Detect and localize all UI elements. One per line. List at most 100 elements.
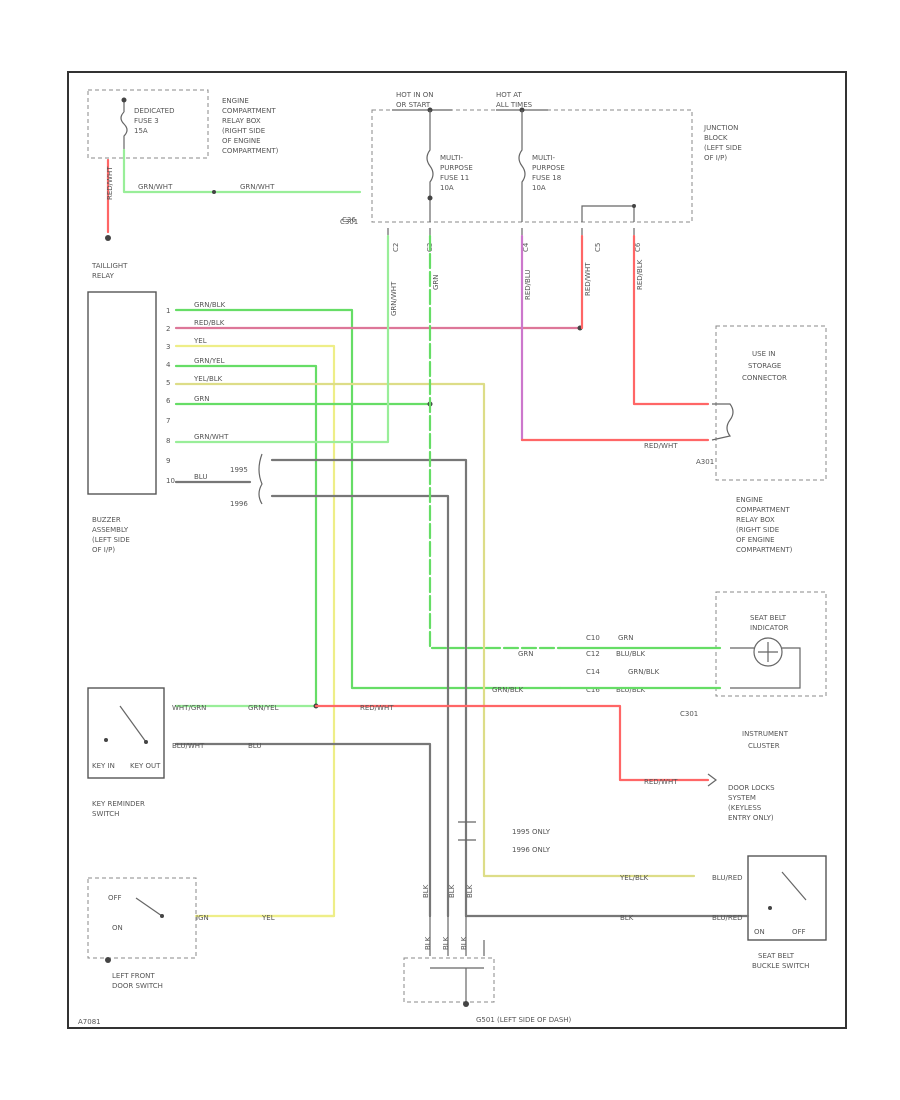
fuse-18-symbol xyxy=(518,110,526,222)
buzzer-pin-2: 2 xyxy=(166,325,170,333)
door-locks-line-3: (KEYLESS xyxy=(728,804,762,812)
left-door-line-2: DOOR SWITCH xyxy=(112,982,163,990)
buckle-off-label: OFF xyxy=(792,928,806,936)
dedicated-fuse-line-1: DEDICATED xyxy=(134,107,175,115)
engine-relay-right-line-6: COMPARTMENT) xyxy=(736,546,793,554)
instrument-cluster-box xyxy=(715,591,827,697)
wire-label-red-wht-doorlock: RED/WHT xyxy=(644,778,678,786)
junction-block-line-1: JUNCTION xyxy=(703,124,738,132)
seat-belt-buckle-box xyxy=(747,855,827,941)
engine-relay-right-line-3: RELAY BOX xyxy=(736,516,775,524)
conn-c14: C14 xyxy=(586,668,600,676)
fuse11-line-4: 10A xyxy=(440,184,454,192)
hot-in-on-line-1: HOT IN ON xyxy=(396,91,434,99)
diagram-frame xyxy=(67,71,847,1029)
ground-blk-2: BLK xyxy=(442,936,450,950)
only-1995-label: 1995 ONLY xyxy=(512,828,551,836)
cluster-line-1: INSTRUMENT xyxy=(742,730,789,738)
storage-line-2: STORAGE xyxy=(748,362,781,370)
key-reminder-contact xyxy=(119,705,147,743)
junction-block-box xyxy=(371,109,693,223)
conn-c10: C10 xyxy=(586,634,600,642)
diagram-code: A7081 xyxy=(78,1018,101,1026)
engine-relay-top-line-4: (RIGHT SIDE xyxy=(222,127,265,135)
dedicated-fuse-line-2: FUSE 3 xyxy=(134,117,159,125)
key-reminder-pivot xyxy=(144,740,148,744)
wire-label-red-wht-vert: RED/WHT xyxy=(584,262,592,296)
ground-blk-3: BLK xyxy=(460,936,468,950)
junction-inner-bus xyxy=(581,205,635,222)
fuse11-line-1: MULTI- xyxy=(440,154,463,162)
wire-label-blu-red-buckle: BLU/RED xyxy=(712,874,743,882)
indicator-line-2: INDICATOR xyxy=(750,624,789,632)
wire-blu-key xyxy=(174,742,432,918)
buzzer-pin-4: 4 xyxy=(166,361,171,369)
junction-inner-node xyxy=(632,204,636,208)
key-reminder-contact-node xyxy=(104,738,108,742)
buzzer-assembly-box xyxy=(87,291,157,495)
buzzer-pin-3: 3 xyxy=(166,343,170,351)
engine-relay-top-line-5: OF ENGINE xyxy=(222,137,261,145)
fuse18-line-4: 10A xyxy=(532,184,546,192)
wire-gray-1996 xyxy=(270,494,450,918)
wire-label-blk-buckle: BLK xyxy=(620,914,634,922)
ground-wire-set xyxy=(429,916,485,956)
wire-grn-yel xyxy=(174,364,318,708)
indicator-line-1: SEAT BELT xyxy=(750,614,787,622)
wire-grn-wht-buzzer xyxy=(174,234,390,444)
buckle-line-2: BUCKLE SWITCH xyxy=(752,962,809,970)
ground-wire-label-1: BLK xyxy=(422,884,430,898)
buzzer-pin-labels: 1 2 3 4 5 6 7 8 9 10 xyxy=(166,307,175,485)
dedicated-fuse-label: DEDICATED FUSE 3 15A xyxy=(134,107,175,135)
wire-label-blu-1: BLU xyxy=(194,473,207,481)
taillight-line-1: TAILLIGHT xyxy=(91,262,128,270)
grn-wht-splice xyxy=(212,190,216,194)
wire-label-ign-door: IGN xyxy=(196,914,209,922)
wire-label-grn-blk-2: GRN/BLK xyxy=(492,686,524,694)
key-reminder-switch-box xyxy=(87,687,165,779)
fuse18-line-1: MULTI- xyxy=(532,154,555,162)
ground-wire-label-3: BLK xyxy=(466,884,474,898)
wire-label-grn-blk-cluster: GRN/BLK xyxy=(628,668,660,676)
wire-label-red-blk-vert: RED/BLK xyxy=(636,259,644,290)
wire-grn-wht-top xyxy=(122,148,362,194)
wire-yel xyxy=(174,344,336,918)
wire-label-grn-blk-1: GRN/BLK xyxy=(194,301,226,309)
door-switch-off-label: OFF xyxy=(108,894,122,902)
taillight-relay-label: TAILLIGHT RELAY xyxy=(91,262,128,280)
buckle-on-label: ON xyxy=(754,928,765,936)
seat-belt-indicator-lamp xyxy=(753,637,783,667)
fuse18-line-2: PURPOSE xyxy=(532,164,565,172)
buckle-pivot xyxy=(768,906,772,910)
engine-relay-top-line-6: COMPARTMENT) xyxy=(222,147,279,155)
storage-line-1: USE IN xyxy=(752,350,776,358)
wire-label-yel-blk-buckle: YEL/BLK xyxy=(619,874,649,882)
wire-label-grn-wht-vert: GRN/WHT xyxy=(390,281,398,316)
indicator-wiring xyxy=(730,647,801,689)
wire-label-red-blu: RED/BLU xyxy=(524,269,532,300)
c36-label: C36 xyxy=(342,216,356,224)
ground-junction-box xyxy=(403,957,495,1003)
wire-yel-blk xyxy=(174,382,696,878)
left-door-line-1: LEFT FRONT xyxy=(112,972,155,980)
year-bracket xyxy=(258,453,263,505)
only-1996-label: 1996 ONLY xyxy=(512,846,551,854)
junction-block-line-3: (LEFT SIDE xyxy=(704,144,742,152)
buzzer-pin-8: 8 xyxy=(166,437,170,445)
conn-c2: C2 xyxy=(392,243,400,252)
seat-belt-buckle-label: SEAT BELT BUCKLE SWITCH xyxy=(752,952,809,970)
multi-fuse-11-label: MULTI- PURPOSE FUSE 11 10A xyxy=(440,154,473,192)
wire-label-red-wht-storage: RED/WHT xyxy=(644,442,678,450)
ground-location-label: G501 (LEFT SIDE OF DASH) xyxy=(476,1016,572,1024)
door-locks-line-4: ENTRY ONLY) xyxy=(728,814,774,822)
buzzer-assembly-label: BUZZER ASSEMBLY (LEFT SIDE OF I/P) xyxy=(92,516,130,554)
wire-label-grn-yel-1: GRN/YEL xyxy=(194,357,225,365)
hot-in-on-label: HOT IN ON OR START xyxy=(396,91,434,109)
wire-label-blu-blk-cluster: BLU/BLK xyxy=(616,650,646,658)
seat-belt-indicator-label: SEAT BELT INDICATOR xyxy=(750,614,789,632)
wire-label-blu-wht-key: BLU/WHT xyxy=(172,742,205,750)
storage-connector-label: USE IN STORAGE CONNECTOR xyxy=(742,350,787,382)
year-1995-label: 1995 xyxy=(230,466,248,474)
buzzer-pin-5: 5 xyxy=(166,379,170,387)
